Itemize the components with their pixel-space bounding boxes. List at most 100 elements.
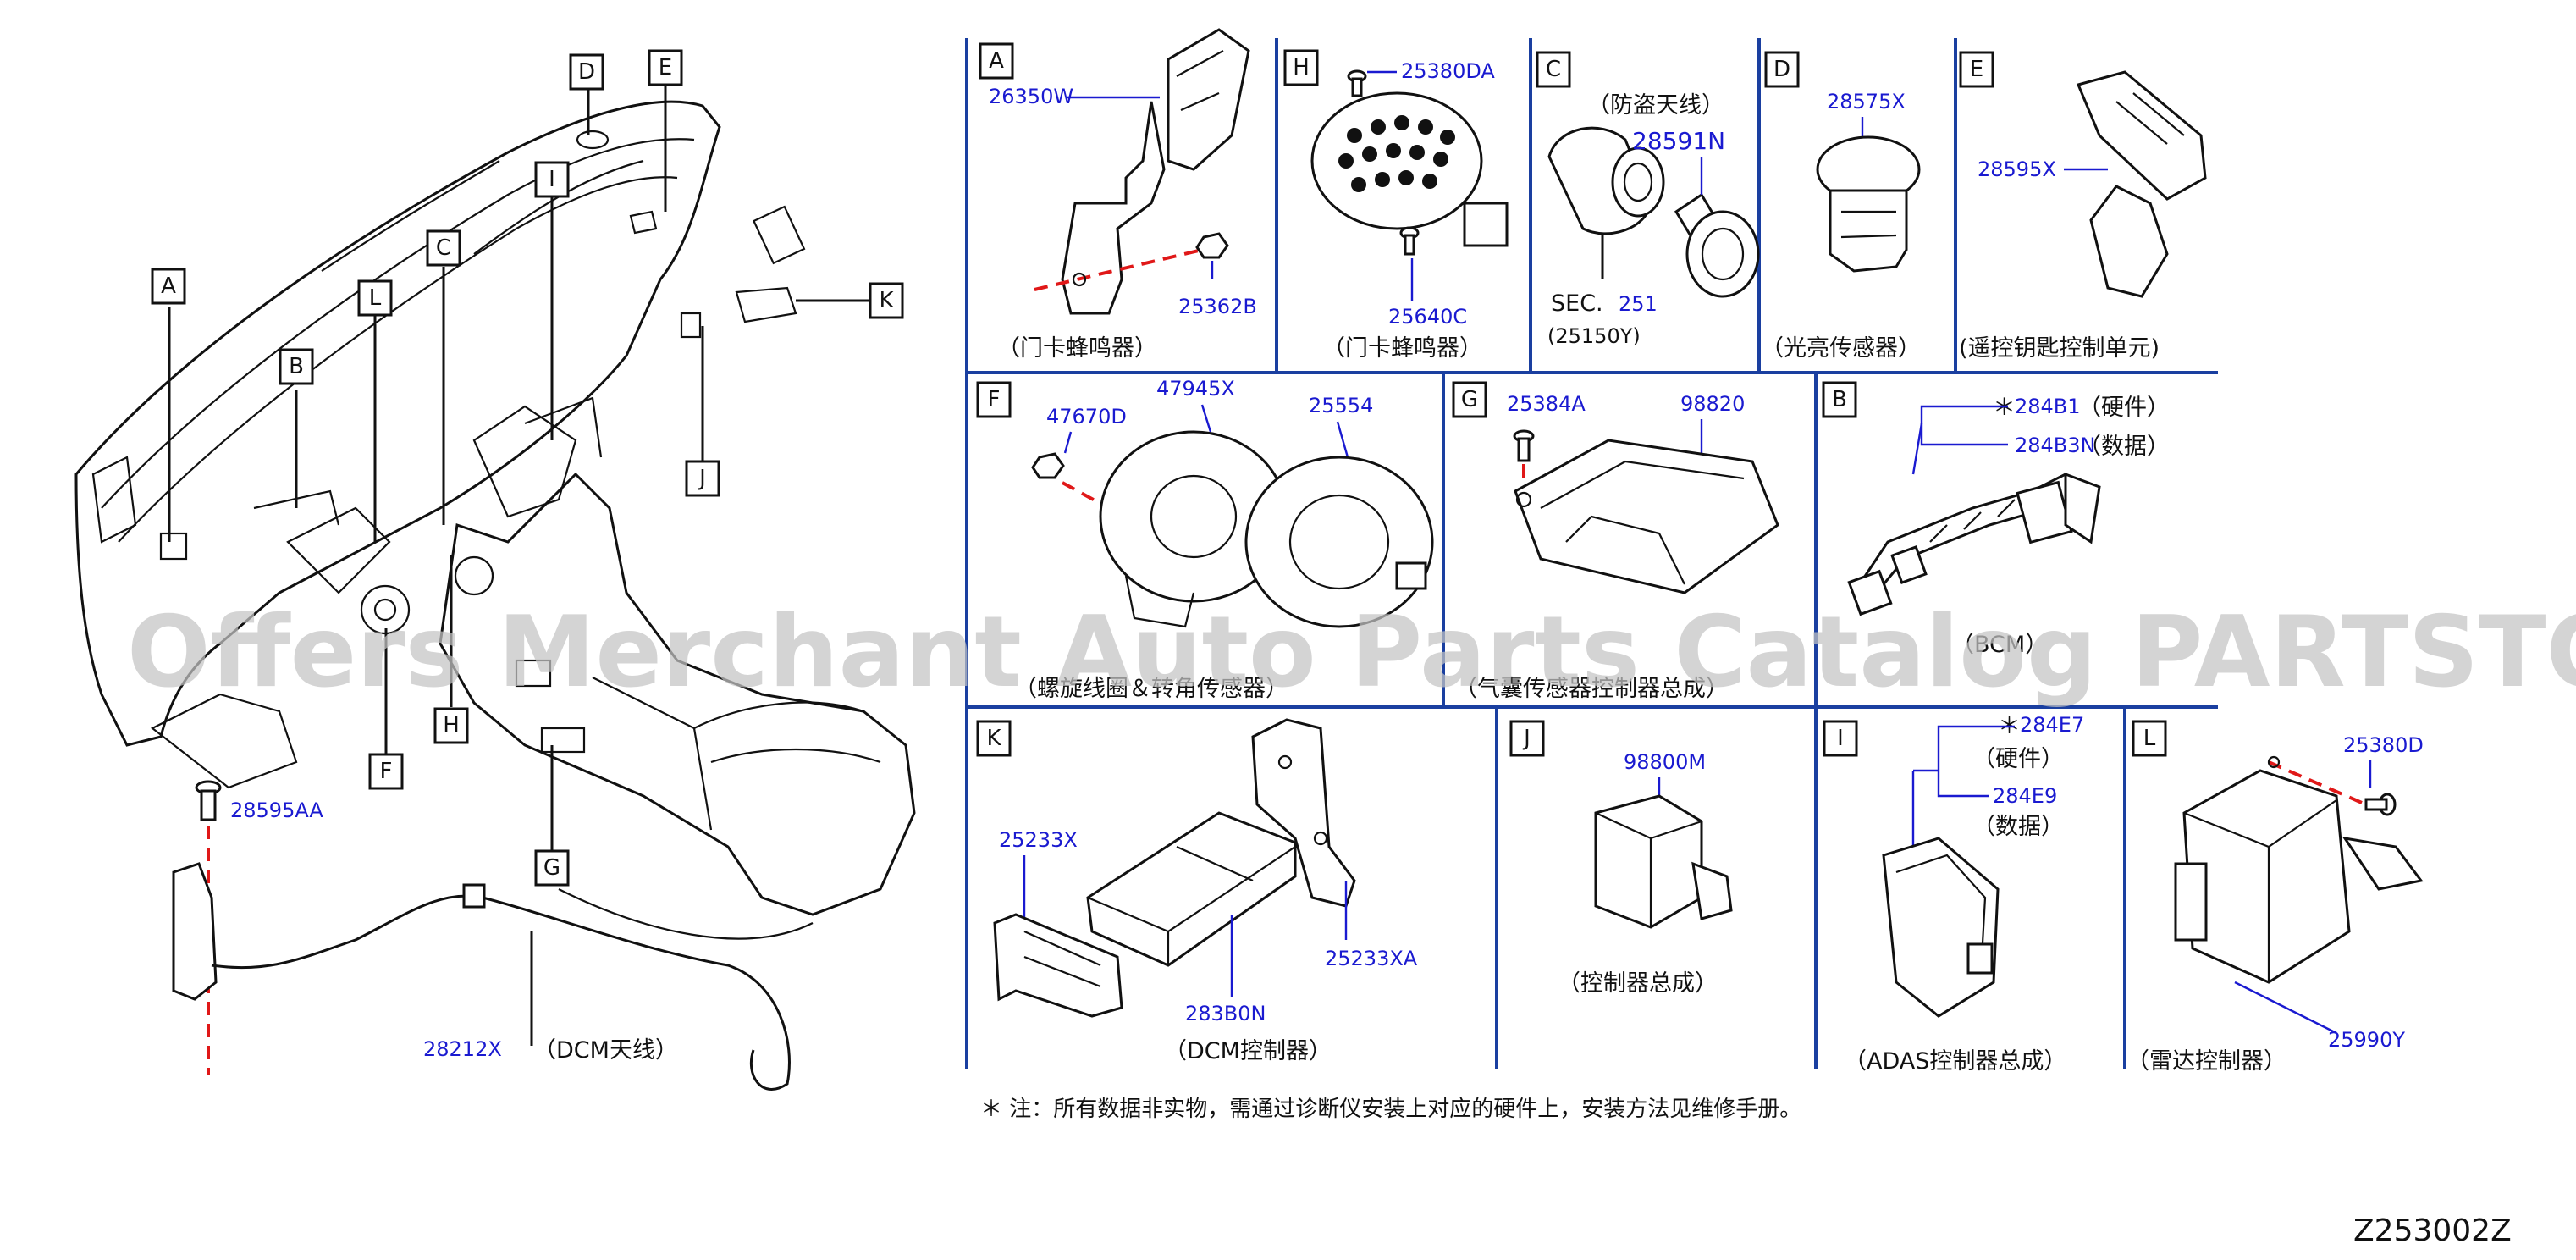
panel-letter: A bbox=[989, 48, 1004, 74]
adas-module-icon bbox=[1882, 837, 2000, 1018]
caption: （控制器总成） bbox=[1558, 970, 1718, 997]
panel-letter: I bbox=[1837, 726, 1844, 751]
callout-letter: H bbox=[443, 713, 460, 738]
dashboard-illustration bbox=[74, 100, 916, 940]
caption: （雷达控制器） bbox=[2126, 1048, 2286, 1075]
callout-letter: G bbox=[543, 855, 560, 881]
callout-C: C bbox=[426, 229, 461, 267]
callout-I: I bbox=[534, 161, 570, 198]
panel-letter: J bbox=[1522, 726, 1531, 751]
bolt-icon bbox=[195, 780, 222, 821]
part-number: 28212X bbox=[423, 1037, 502, 1061]
part-number: 25380D bbox=[2343, 733, 2424, 757]
panel-H: H 25380DA 25640C （门卡蜂鸣器） bbox=[1283, 49, 1509, 362]
part-number: 25362B bbox=[1178, 295, 1257, 318]
footnote: ＊ 注：所有数据非实物，需通过诊断仪安装上对应的硬件上，安装方法见维修手册。 bbox=[980, 1097, 1801, 1122]
callout-D: D bbox=[569, 53, 604, 91]
dcm-bracket-left-icon bbox=[993, 913, 1123, 1018]
dcm-bracket-right-icon bbox=[1251, 718, 1356, 908]
callout-H: H bbox=[433, 707, 469, 744]
panel-G: G 25384A 98820 （气囊传感器控制器总成） bbox=[1452, 381, 1779, 702]
star-mark: ＊ bbox=[1993, 395, 2016, 421]
part-number: 28595X bbox=[1978, 158, 2056, 181]
callout-letter: I bbox=[549, 167, 555, 192]
part-number: 98820 bbox=[1680, 392, 1745, 416]
note: （防盗天线） bbox=[1587, 92, 1724, 119]
callout-letter: J bbox=[698, 466, 706, 491]
part-number: 26350W bbox=[989, 85, 1073, 108]
panel-letter: C bbox=[1546, 57, 1561, 82]
sec-sub: (25150Y) bbox=[1547, 324, 1641, 348]
part-number: 25380DA bbox=[1401, 59, 1495, 83]
panel-C: C （防盗天线） 28591N SEC. 251 (25150Y) bbox=[1536, 51, 1760, 348]
panel-J: J 98800M （控制器总成） bbox=[1509, 720, 1733, 997]
tag-hardware: （硬件） bbox=[1972, 746, 2064, 772]
nut-icon bbox=[1195, 232, 1229, 259]
part-number: 28591N bbox=[1632, 127, 1725, 155]
panel-letter: G bbox=[1461, 387, 1478, 412]
callout-F: F bbox=[368, 753, 404, 790]
panel-D: D 28575X （光亮传感器） bbox=[1761, 51, 1921, 362]
sec-label: SEC. bbox=[1551, 290, 1603, 317]
panel-letter: E bbox=[1970, 57, 1983, 82]
callout-L: L bbox=[357, 279, 393, 317]
caption: （门卡蜂鸣器） bbox=[1322, 335, 1482, 362]
airbag-module-icon bbox=[1514, 439, 1779, 594]
part-number: 28575X bbox=[1827, 90, 1906, 113]
caption: （门卡蜂鸣器） bbox=[997, 335, 1157, 362]
ignition-ring-icon bbox=[1674, 192, 1760, 298]
callout-letter: F bbox=[380, 759, 393, 784]
callout-letter: E bbox=[659, 55, 672, 80]
panel-letter: F bbox=[988, 387, 1001, 412]
caption: （光亮传感器） bbox=[1761, 335, 1921, 362]
callout-letter: K bbox=[879, 288, 894, 313]
panel-letter: K bbox=[986, 726, 1001, 751]
part-number: 25990Y bbox=[2328, 1028, 2405, 1052]
bcm-harness-icon bbox=[1847, 472, 2101, 616]
panel-F: F 47670D 47945X 25554 （螺旋线圈＆转角传感器） bbox=[976, 377, 1434, 702]
part-number: 25384A bbox=[1507, 392, 1586, 416]
callout-letter: B bbox=[289, 354, 304, 379]
caption: （BCM） bbox=[1951, 632, 2048, 658]
part-number: 284E7 bbox=[2020, 713, 2084, 737]
caption: （螺旋线圈＆转角传感器） bbox=[1014, 676, 1288, 702]
part-number: 284B1 bbox=[2015, 395, 2081, 418]
control-unit-icon bbox=[1594, 794, 1733, 929]
part-number: 284E9 bbox=[1993, 784, 2057, 808]
caption: （DCM天线） bbox=[533, 1037, 678, 1064]
part-number: 47945X bbox=[1156, 377, 1235, 401]
callout-letter: L bbox=[369, 285, 382, 311]
callout-G: G bbox=[534, 849, 570, 887]
dcm-antenna-group: 28595AA 28212X （DCM天线） bbox=[172, 780, 791, 1091]
panel-K: K 25233X 283B0N 25233XA （DCM控制器） bbox=[976, 718, 1418, 1064]
panel-grid bbox=[965, 38, 2218, 1069]
part-number: 25640C bbox=[1388, 305, 1467, 329]
key-fob-unit-icon bbox=[2076, 70, 2207, 298]
part-number: 47670D bbox=[1046, 405, 1127, 428]
panel-letter: D bbox=[1773, 57, 1790, 82]
caption: （DCM控制器） bbox=[1164, 1038, 1332, 1064]
part-number: 283B0N bbox=[1185, 1002, 1266, 1025]
diagram-code: Z253002Z bbox=[2353, 1213, 2512, 1248]
callout-letter: C bbox=[436, 235, 451, 261]
panel-E: E 28595X (遥控钥匙控制单元) bbox=[1959, 51, 2207, 362]
watermark: Offers Merchant Auto Parts Catalog PARTS… bbox=[127, 595, 2576, 710]
dcm-module-icon bbox=[1086, 811, 1297, 967]
light-sensor-icon bbox=[1816, 135, 1921, 273]
radar-controller-icon bbox=[2174, 755, 2424, 984]
caption: (遥控钥匙控制单元) bbox=[1959, 335, 2160, 362]
callout-letter: D bbox=[578, 59, 595, 85]
part-number: 25233X bbox=[999, 828, 1078, 852]
panel-L: L 25380D 25990Y （雷达控制器） bbox=[2126, 720, 2424, 1075]
sec-number: 251 bbox=[1619, 292, 1658, 316]
part-number: 25554 bbox=[1309, 394, 1373, 417]
caption: （ADAS控制器总成） bbox=[1844, 1048, 2066, 1075]
steering-sensor-icon bbox=[1244, 456, 1434, 628]
panel-letter: H bbox=[1293, 55, 1310, 80]
tag-data: （数据） bbox=[1972, 814, 2064, 840]
part-number: 98800M bbox=[1624, 750, 1706, 774]
tag-data: （数据） bbox=[2078, 434, 2170, 460]
panel-A: A 26350W 25362B （门卡蜂鸣器） bbox=[979, 28, 1257, 362]
part-number: 25233XA bbox=[1325, 947, 1418, 970]
